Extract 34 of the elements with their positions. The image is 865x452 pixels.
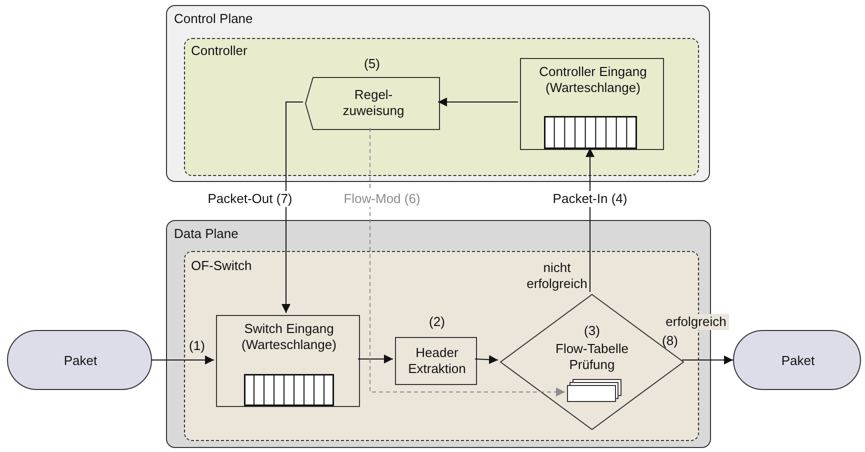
panel-title: Control Plane: [174, 11, 254, 27]
edge-label: (1): [188, 338, 206, 354]
box-label: Flow-Tabelle Prüfung: [554, 341, 630, 373]
step-number: (5): [363, 56, 381, 72]
table-stack-icon: [567, 379, 622, 403]
edge-label: (8): [661, 333, 679, 349]
panel-title: Controller: [191, 43, 248, 59]
queue-box: [520, 58, 664, 150]
controller-group-box: [184, 38, 699, 176]
box-label: Header Extraktion: [407, 345, 467, 377]
queue-box: [216, 315, 360, 407]
step-number: (3): [583, 323, 601, 339]
arrow: [586, 148, 594, 292]
terminal-label: Paket: [780, 353, 816, 369]
panel-title: OF-Switch: [191, 258, 253, 274]
box-label: Controller Eingang (Warteschlange): [538, 64, 648, 96]
edge-label: Packet-Out (7): [206, 191, 294, 207]
dashed-arrow: [370, 128, 566, 396]
branch-label: erfolgreich: [663, 314, 729, 330]
arrow: [358, 354, 394, 364]
edge-label: Flow-Mod (6): [342, 191, 422, 207]
arrow: [682, 356, 734, 364]
arrow: [282, 102, 304, 314]
box-label: Regel- zuweisung: [342, 87, 406, 119]
arrow: [152, 356, 214, 364]
control-plane-panel: [166, 5, 710, 182]
step-number: (2): [428, 314, 446, 330]
branch-label: nicht erfolgreich: [526, 260, 588, 292]
edge-label: Packet-In (4): [552, 191, 628, 207]
panel-title: Data Plane: [174, 226, 240, 242]
arrow: [438, 98, 518, 106]
arrow: [474, 355, 498, 364]
terminal-label: Paket: [62, 353, 98, 369]
box-label: Switch Eingang (Warteschlange): [240, 321, 338, 353]
